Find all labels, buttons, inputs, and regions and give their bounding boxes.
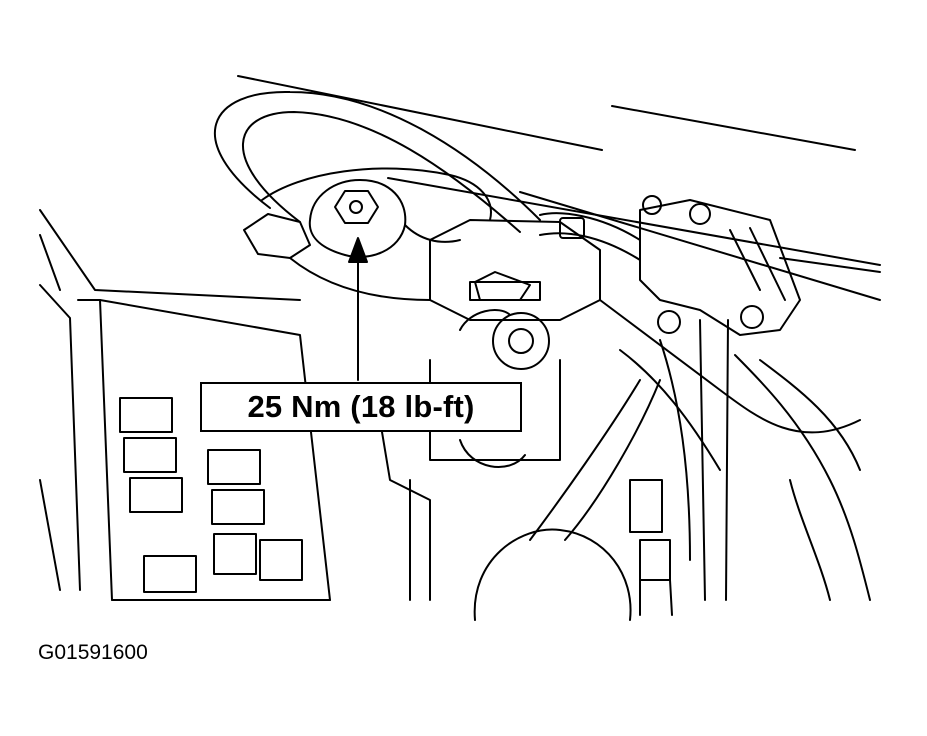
wire-harness (474, 212, 861, 561)
hex-bolt-icon (334, 190, 379, 224)
lower-connectors (629, 479, 673, 616)
reservoir-cap (473, 528, 632, 621)
left-panel-structure (39, 209, 331, 601)
figure-id-label: G01591600 (38, 641, 148, 664)
torque-spec-callout: 25 Nm (18 lb-ft) (200, 382, 522, 432)
mount-bracket (243, 167, 492, 301)
fuse-block (119, 397, 303, 593)
up-arrow-icon (348, 237, 368, 381)
right-bracket (639, 195, 801, 336)
vertical-rod (699, 319, 871, 601)
body-panel-lines (237, 75, 881, 301)
hose-loop (213, 90, 541, 233)
